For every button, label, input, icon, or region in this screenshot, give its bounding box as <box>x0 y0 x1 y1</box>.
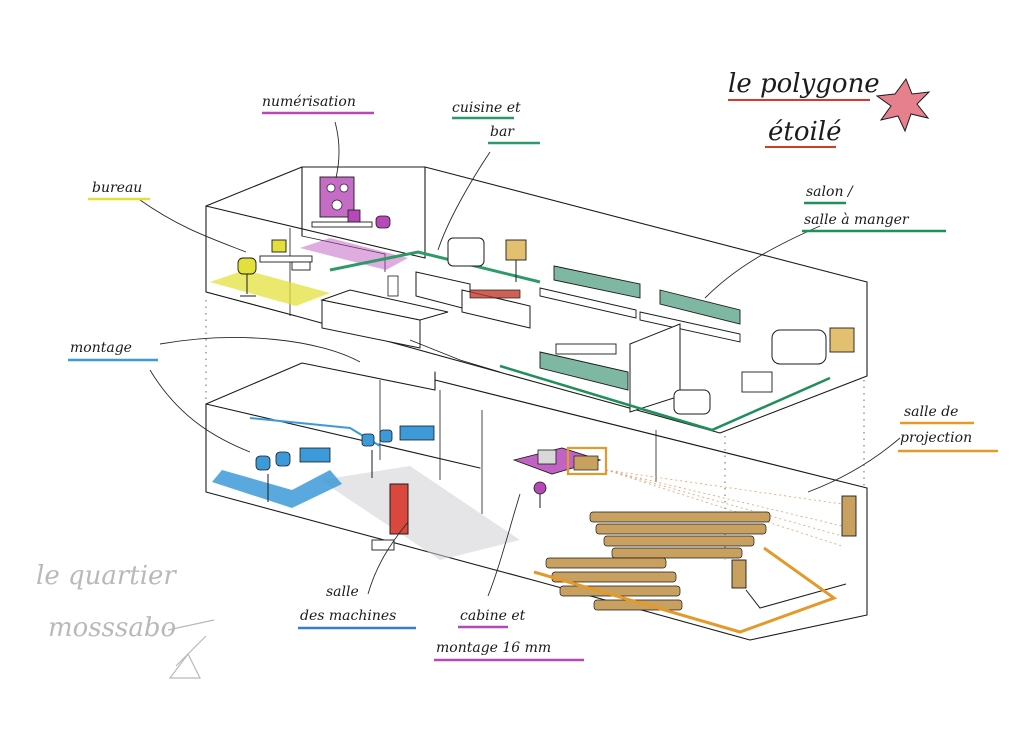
projection-beams <box>605 469 843 547</box>
upper-floor <box>205 166 868 434</box>
label-projection-2: projection <box>900 430 972 446</box>
numerisation-floor <box>300 238 408 270</box>
montage-furniture <box>255 425 435 502</box>
label-machines-1: salle <box>326 584 359 600</box>
machines-floor <box>320 466 520 560</box>
label-salon-2: salle à manger <box>804 212 910 228</box>
door-icon <box>389 483 409 535</box>
label-bureau: bureau <box>92 180 142 196</box>
label-numerisation: numérisation <box>262 94 356 110</box>
title-line-1: le polygone <box>728 69 880 99</box>
title-line-2: étoilé <box>768 117 842 147</box>
label-cabine-1: cabine et <box>460 608 526 624</box>
montage-floor <box>212 470 342 508</box>
star-icon <box>875 77 931 133</box>
salon-floor-edge <box>499 364 831 432</box>
title-block: le polygone étoilé <box>728 69 931 148</box>
cinema-seats <box>545 511 771 611</box>
bureau-floor <box>210 270 330 306</box>
cabine-furniture <box>512 446 608 508</box>
signature: le quartier mosssabo <box>36 561 215 679</box>
labels: bureau numérisation cuisine et bar salon… <box>68 94 998 662</box>
signature-line-1: le quartier <box>36 561 177 591</box>
label-montage: montage <box>70 340 132 356</box>
label-cabine-2: montage 16 mm <box>436 640 551 656</box>
numerisation-furniture <box>311 176 391 229</box>
floor-connectors <box>205 300 865 560</box>
projection-floor-edge <box>533 546 838 634</box>
cuisine-floor-edge <box>329 250 541 284</box>
lower-floor <box>205 362 868 641</box>
leader-lines <box>139 121 901 597</box>
label-cuisine-1: cuisine et <box>452 100 521 116</box>
triangle-icon <box>168 652 201 679</box>
bureau-furniture <box>237 239 313 297</box>
signature-line-2: mosssabo <box>48 613 176 643</box>
label-machines-2: des machines <box>300 608 396 624</box>
label-projection-1: salle de <box>904 404 958 420</box>
label-cuisine-2: bar <box>490 124 515 140</box>
salon-furniture <box>447 237 855 415</box>
cuisine-counters <box>320 271 531 349</box>
label-salon-1: salon / <box>806 184 854 200</box>
